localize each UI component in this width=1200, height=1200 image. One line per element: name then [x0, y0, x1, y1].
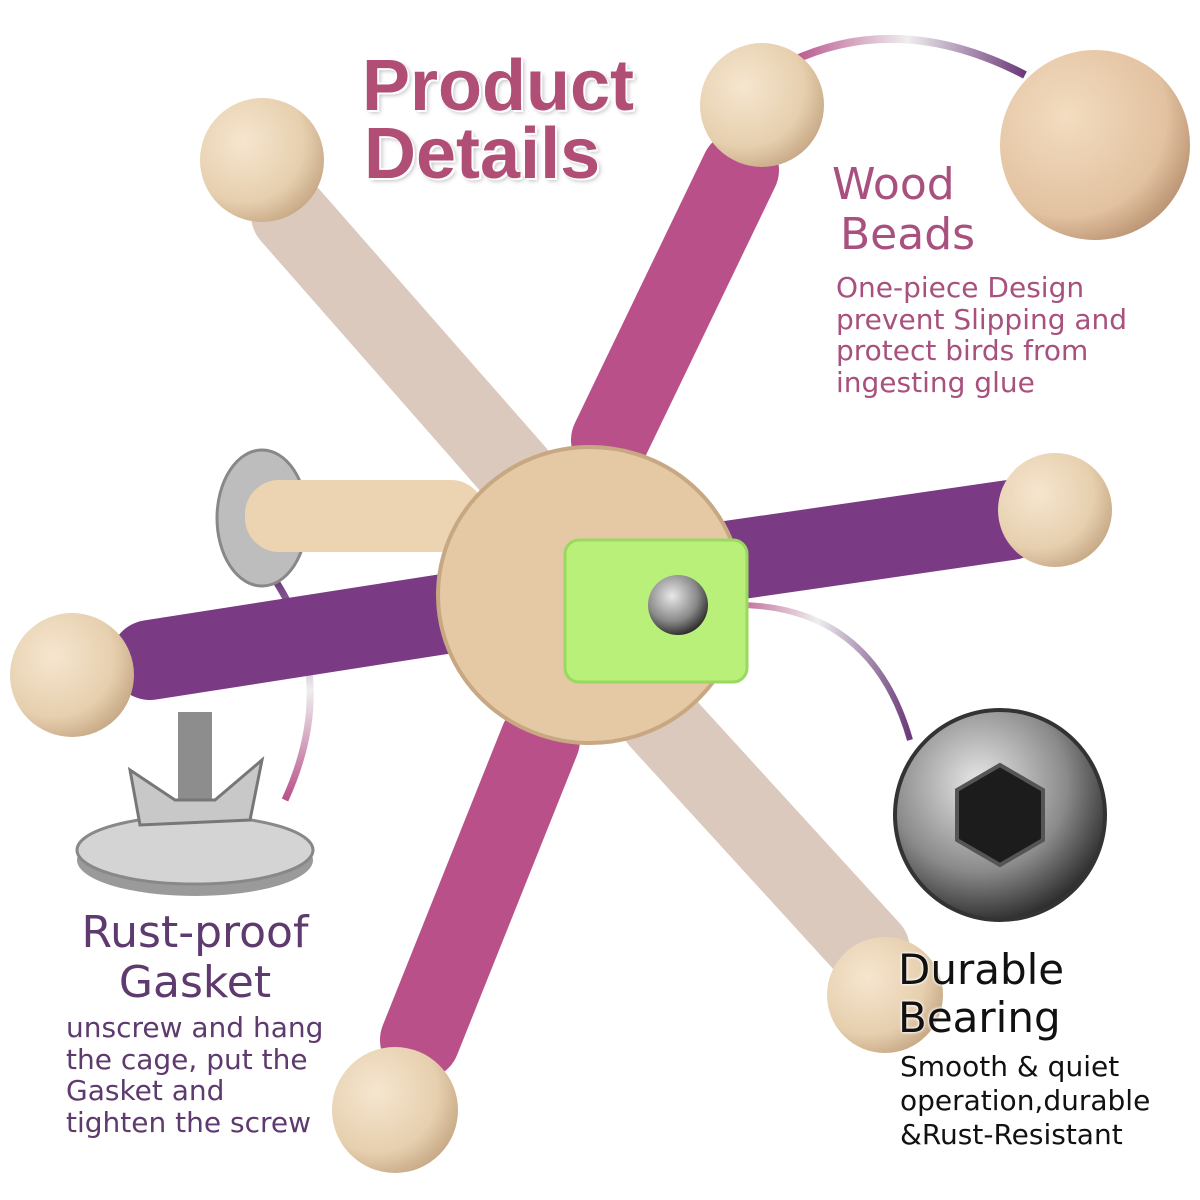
- durable-bearing-description: Smooth & quiet operation,durable &Rust-R…: [900, 1050, 1151, 1151]
- arm-purple-right: [660, 480, 1050, 605]
- bead: [10, 613, 134, 737]
- arm-purple-left: [110, 570, 510, 700]
- arm-beige-top-left: [251, 176, 579, 539]
- arm-pink-top: [571, 131, 779, 479]
- bead: [332, 1047, 458, 1173]
- bead: [200, 98, 324, 222]
- wooden-dowel: [215, 448, 485, 588]
- bead: [998, 453, 1112, 567]
- wood-beads-description: One-piece Design prevent Slipping and pr…: [836, 271, 1128, 399]
- arm-pink-bottom: [380, 700, 580, 1080]
- gasket-and-wing-nut: [75, 712, 315, 896]
- wood-bead-closeup: [1000, 50, 1190, 240]
- arm-beige-bottom-right: [620, 680, 910, 990]
- bearing-bolt-closeup: [893, 708, 1107, 922]
- bead: [700, 43, 824, 167]
- connector-arc-wood: [788, 34, 1027, 79]
- wood-beads: [10, 43, 1112, 1173]
- connector-arc-bearing: [724, 601, 913, 741]
- bead: [827, 937, 943, 1053]
- page-title: Product Details: [362, 46, 635, 194]
- wood-beads-heading: Wood Beads: [832, 159, 976, 260]
- rust-proof-heading: Rust-proof Gasket: [81, 907, 309, 1008]
- durable-bearing-heading: Durable Bearing: [898, 945, 1065, 1042]
- rust-proof-description: unscrew and hang the cage, put the Gaske…: [66, 1011, 324, 1139]
- rope-arms: [110, 131, 1050, 1080]
- center-screw: [648, 575, 708, 635]
